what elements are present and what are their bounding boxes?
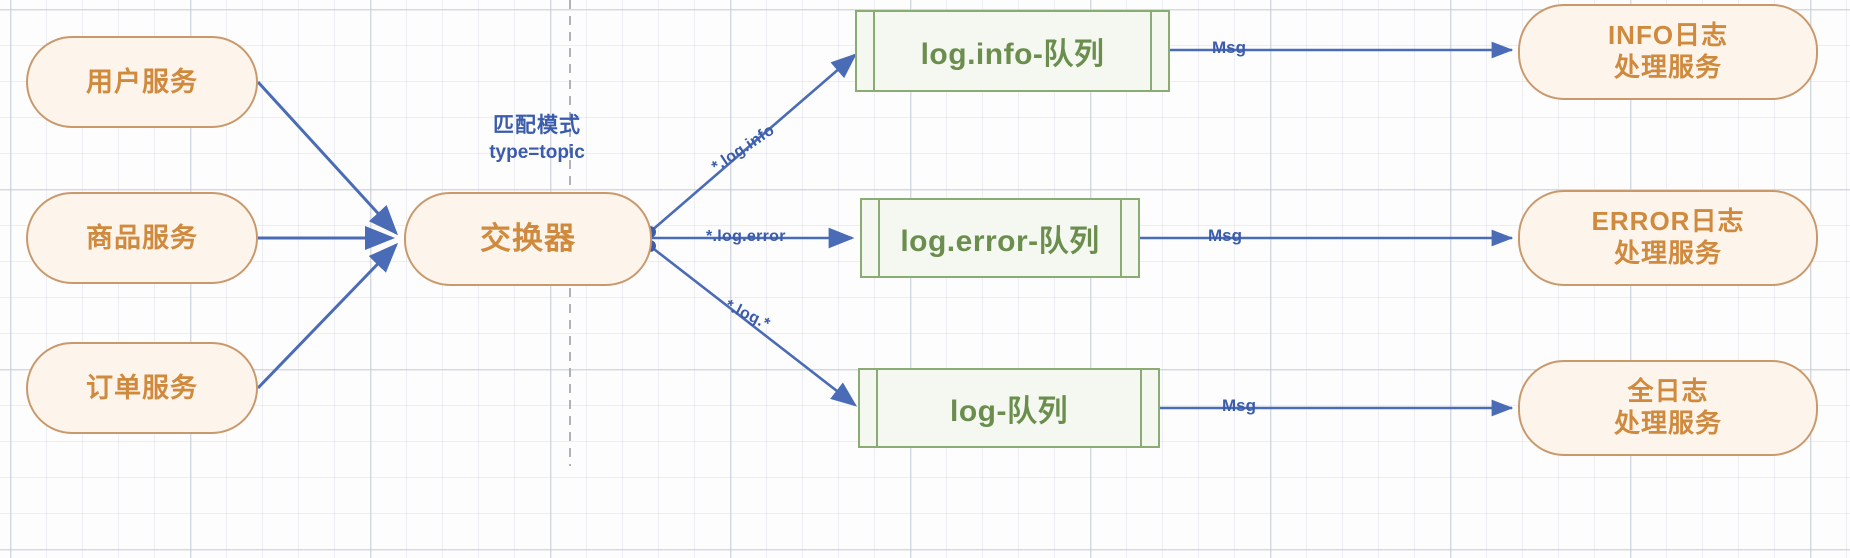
service-box-product-service[interactable]: 商品服务 (26, 192, 258, 284)
service-label: 订单服务 (86, 372, 198, 403)
edge-order-to-exchange (256, 242, 399, 390)
annotation-subtitle: type=topic (489, 142, 585, 164)
queue-box-log-info[interactable]: log.info-队列 (855, 10, 1170, 92)
service-label: 商品服务 (86, 222, 198, 253)
routing-key-label-info: *.log.info (708, 121, 778, 176)
exchange-label: 交换器 (480, 221, 576, 257)
consumer-label-line1: ERROR日志 (1591, 206, 1745, 237)
queue-box-log-error[interactable]: log.error-队列 (860, 198, 1140, 278)
service-box-error-consumer[interactable]: ERROR日志 处理服务 (1518, 190, 1818, 286)
queue-box-log-all[interactable]: log-队列 (858, 368, 1160, 448)
consumer-label-line2: 处理服务 (1613, 408, 1722, 438)
service-box-all-consumer[interactable]: 全日志 处理服务 (1518, 360, 1818, 456)
queue-label: log.info-队列 (920, 38, 1105, 71)
consumer-label-line1: 全日志 (1627, 376, 1709, 407)
service-box-user-service[interactable]: 用户服务 (26, 36, 258, 128)
service-label: 用户服务 (86, 66, 198, 97)
msg-label-all: Msg (1222, 396, 1256, 415)
service-box-order-service[interactable]: 订单服务 (26, 342, 258, 434)
msg-label-info: Msg (1212, 38, 1246, 57)
exchange-box[interactable]: 交换器 (404, 192, 652, 286)
exchange-annotation: 匹配模式 type=topic (462, 112, 612, 166)
msg-label-error: Msg (1208, 226, 1242, 245)
service-box-info-consumer[interactable]: INFO日志 处理服务 (1518, 4, 1818, 100)
routing-key-label-error: *.log.error (706, 228, 786, 245)
queue-label: log.error-队列 (900, 225, 1100, 258)
consumer-label-line1: INFO日志 (1607, 20, 1729, 51)
consumer-label-line2: 处理服务 (1613, 52, 1722, 82)
routing-key-label-all: *.log.* (722, 296, 773, 333)
annotation-title: 匹配模式 (493, 114, 581, 137)
edge-user-to-exchange (256, 80, 399, 236)
consumer-label-line2: 处理服务 (1613, 238, 1722, 268)
queue-label: log-队列 (950, 395, 1068, 428)
